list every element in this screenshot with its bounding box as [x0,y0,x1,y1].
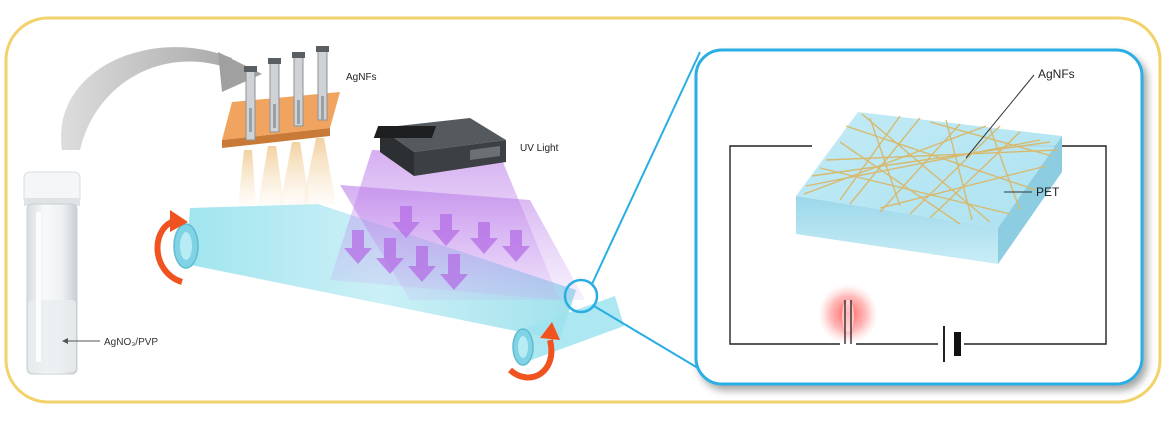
inset-pet-label: PET [1036,185,1060,199]
vial-solution [23,171,81,375]
nozzle-label: AgNFs [346,72,377,83]
spray-cones [238,138,336,205]
nanofiber-network [803,113,1059,225]
uv-lamp [373,118,506,176]
battery-icon [943,326,961,362]
glowing-led-icon [818,284,878,344]
rotation-arrow-right-icon [507,322,560,381]
solution-label: AgNO₃/PVP [104,337,158,348]
zoom-circle [563,278,599,314]
uv-arrows [344,206,530,290]
zoom-line-top [591,51,701,285]
curved-arrow-icon [61,47,262,150]
uv-label: UV Light [520,143,559,154]
rotation-arrow-left-icon [154,210,188,285]
inset-fiber-pointer [965,74,1035,159]
nozzle-array [222,46,340,148]
inset-fiber-label: AgNFs [1038,67,1075,81]
